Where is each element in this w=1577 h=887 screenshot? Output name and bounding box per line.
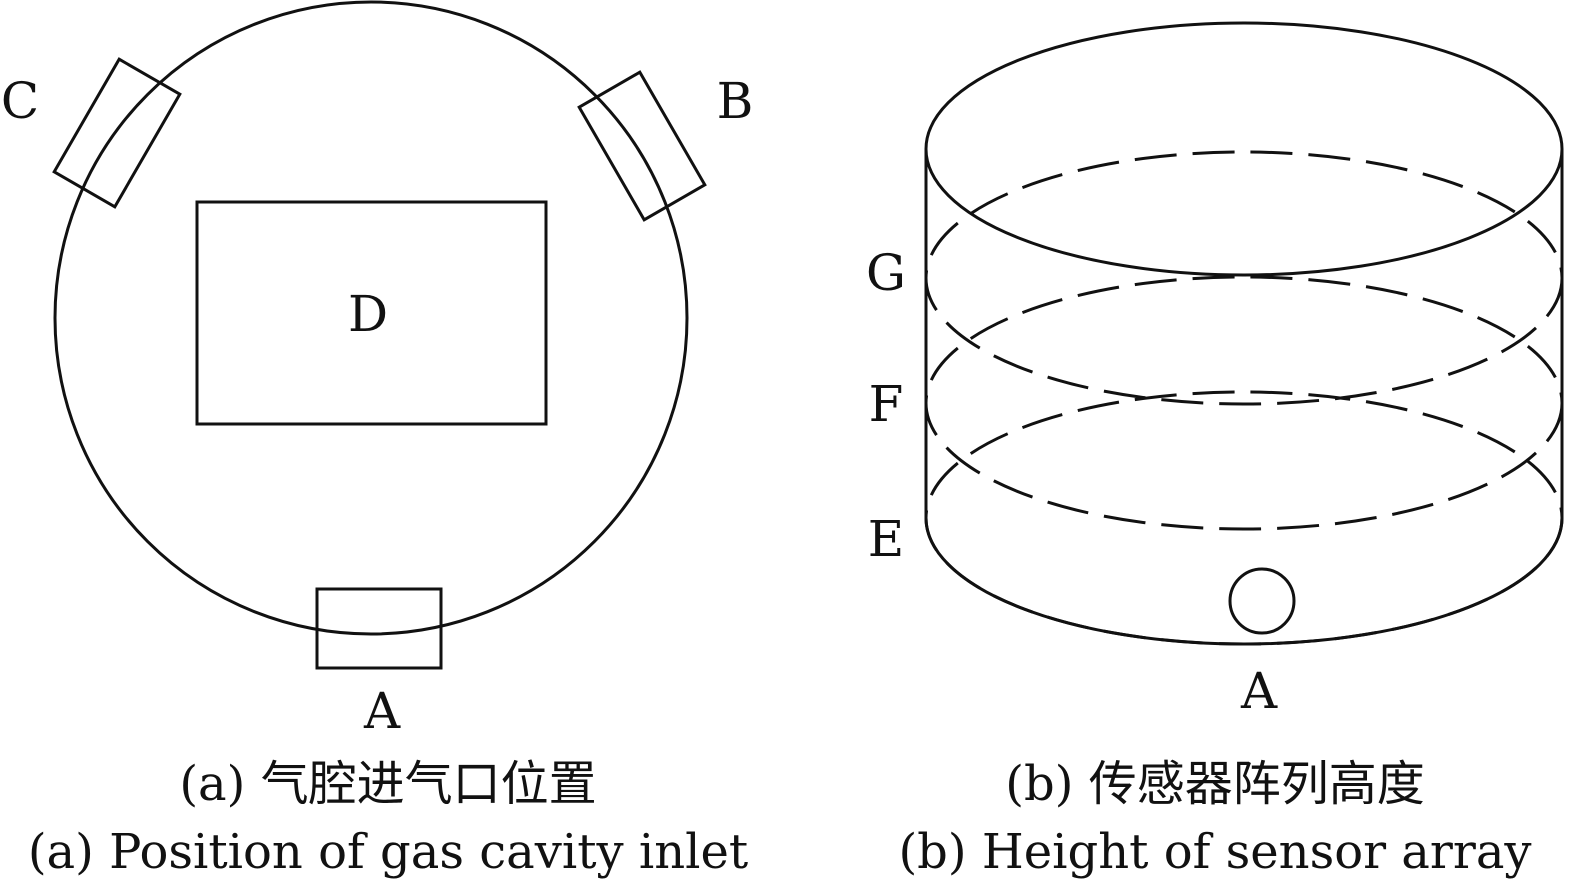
cylinder-top-ellipse <box>924 21 1564 277</box>
inlet-box-c <box>52 57 182 209</box>
label-b: B <box>717 72 754 130</box>
label-a-right: A <box>1240 662 1278 720</box>
inlet-box-b <box>577 70 707 222</box>
label-e: E <box>868 510 905 568</box>
level-g-dashed-ellipse <box>924 150 1564 406</box>
panel-b <box>924 21 1564 646</box>
label-c: C <box>1 72 39 130</box>
caption-b-english: (b) Height of sensor array <box>898 824 1531 880</box>
inlet-hole-a <box>1228 567 1296 635</box>
label-d: D <box>348 285 388 343</box>
level-f-dashed-ellipse <box>924 275 1564 531</box>
label-a-left: A <box>363 682 401 740</box>
caption-b-chinese: (b) 传感器阵列高度 <box>1005 756 1424 812</box>
label-g: G <box>866 244 906 302</box>
level-e-dashed-ellipse <box>924 390 1564 646</box>
sensor-height-levels <box>924 150 1564 646</box>
caption-a-english: (a) Position of gas cavity inlet <box>28 824 748 880</box>
inlet-box-a <box>315 587 443 670</box>
caption-a-chinese: (a) 气腔进气口位置 <box>179 756 596 812</box>
label-f: F <box>869 375 904 433</box>
cylinder-bottom-arc <box>924 517 1564 646</box>
cavity-outline-circle <box>53 0 689 636</box>
sensor-array-box-d <box>195 200 548 426</box>
panel-a <box>52 0 707 670</box>
